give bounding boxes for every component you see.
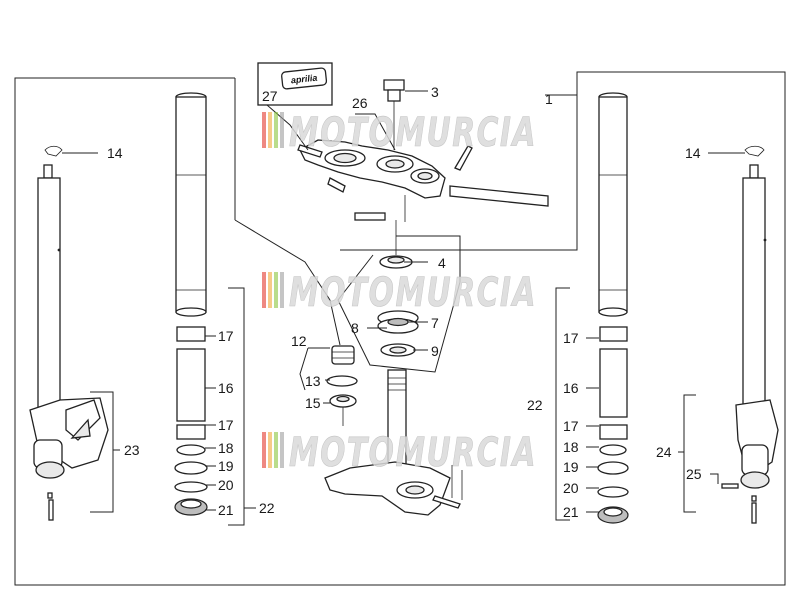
callout-21-left: 21 bbox=[218, 502, 234, 518]
aprilia-logo-text: aprilia bbox=[290, 73, 317, 86]
callout-27: 27 bbox=[262, 88, 278, 104]
callout-24: 24 bbox=[656, 444, 672, 460]
fork-cap-assembly bbox=[326, 345, 358, 426]
callout-22-right: 22 bbox=[527, 397, 543, 413]
assembly-outline bbox=[14, 71, 786, 586]
motomurcia-watermark-middle: MOTOMURCIA bbox=[262, 270, 537, 316]
right-fork-leg bbox=[721, 145, 779, 524]
callout-25: 25 bbox=[686, 466, 702, 482]
callout-7: 7 bbox=[431, 315, 439, 331]
motomurcia-watermark-bottom: MOTOMURCIA bbox=[262, 430, 537, 476]
callout-12: 12 bbox=[291, 333, 307, 349]
aprilia-label-sticker: aprilia bbox=[257, 62, 333, 106]
callout-leaders bbox=[62, 90, 745, 526]
upper-triple-clamp bbox=[297, 139, 549, 222]
callout-26: 26 bbox=[352, 95, 368, 111]
callout-3: 3 bbox=[431, 84, 439, 100]
callout-17-left-top: 17 bbox=[218, 328, 234, 344]
callout-16-left: 16 bbox=[218, 380, 234, 396]
callout-8: 8 bbox=[351, 320, 359, 336]
callout-21-right: 21 bbox=[563, 504, 579, 520]
callout-17-right-top: 17 bbox=[563, 330, 579, 346]
steering-nut bbox=[383, 79, 405, 150]
steering-stem-lower-clamp bbox=[324, 369, 463, 516]
callout-18-left: 18 bbox=[218, 440, 234, 456]
callout-20-left: 20 bbox=[218, 477, 234, 493]
watermark-text-top: MOTOMURCIA bbox=[289, 110, 537, 156]
callout-15: 15 bbox=[305, 395, 321, 411]
callout-13: 13 bbox=[305, 373, 321, 389]
callout-17-right-bottom: 17 bbox=[563, 418, 579, 434]
callout-14-left: 14 bbox=[107, 145, 123, 161]
right-inner-tube bbox=[597, 92, 629, 524]
callout-1: 1 bbox=[545, 91, 553, 107]
motomurcia-watermark-top: MOTOMURCIA bbox=[262, 110, 537, 156]
watermark-text-bottom: MOTOMURCIA bbox=[289, 430, 537, 476]
callout-4: 4 bbox=[438, 255, 446, 271]
left-fork-leg bbox=[29, 145, 109, 521]
callout-16-right: 16 bbox=[563, 380, 579, 396]
callout-18-right: 18 bbox=[563, 439, 579, 455]
callout-9: 9 bbox=[431, 343, 439, 359]
callout-23: 23 bbox=[124, 442, 140, 458]
callout-19-right: 19 bbox=[563, 459, 579, 475]
watermark-text-middle: MOTOMURCIA bbox=[289, 270, 537, 316]
callout-19-left: 19 bbox=[218, 458, 234, 474]
callout-14-right: 14 bbox=[685, 145, 701, 161]
callout-numbers: 1 3 4 7 8 9 12 13 14 14 15 16 16 17 17 1… bbox=[107, 84, 702, 520]
callout-22-left: 22 bbox=[259, 500, 275, 516]
left-inner-tube bbox=[174, 92, 208, 516]
callout-20-right: 20 bbox=[563, 480, 579, 496]
callout-17-left-bottom: 17 bbox=[218, 417, 234, 433]
